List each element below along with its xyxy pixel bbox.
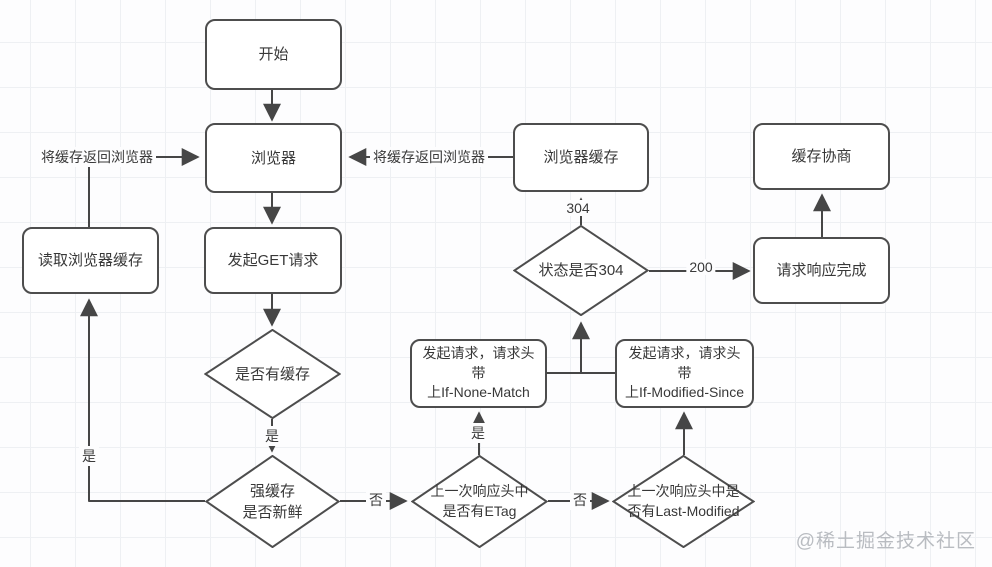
decision-has-last-modified-label: 上一次响应头中是 否有Last-Modified bbox=[627, 482, 740, 519]
diamond-shape bbox=[411, 455, 548, 548]
node-request-if-modified-since-label: 发起请求，请求头带 上If-Modified-Since bbox=[624, 345, 745, 401]
decision-has-cache-label: 是否有缓存 bbox=[234, 365, 310, 383]
decision-has-last-modified: 上一次响应头中是 否有Last-Modified bbox=[612, 455, 755, 548]
edge-label-return-cache-mid: 将缓存返回浏览器 bbox=[370, 147, 488, 167]
decision-status-is-304: 状态是否304 bbox=[513, 225, 649, 316]
watermark: @稀土掘金技术社区 bbox=[795, 531, 976, 552]
diamond-shape bbox=[513, 225, 649, 316]
edge-strongfresh-to-readcache bbox=[80, 298, 205, 502]
node-request-if-none-match-label: 发起请求，请求头带 上If-None-Match bbox=[422, 345, 535, 401]
node-start: 开始 bbox=[205, 19, 342, 90]
edge-label-status-304: 304 bbox=[563, 200, 593, 216]
node-browser-cache: 浏览器缓存 bbox=[513, 123, 649, 192]
node-browser-label: 浏览器 bbox=[250, 149, 296, 167]
node-request-if-none-match: 发起请求，请求头带 上If-None-Match bbox=[410, 339, 547, 408]
decision-strong-cache-fresh-label: 强缓存 是否新鲜 bbox=[242, 482, 303, 521]
node-get-request: 发起GET请求 bbox=[204, 227, 342, 294]
node-request-complete-label: 请求响应完成 bbox=[776, 262, 867, 279]
edge-label-yes-strong-fresh: 是 bbox=[79, 446, 99, 466]
node-request-complete: 请求响应完成 bbox=[753, 237, 890, 304]
node-request-if-modified-since: 发起请求，请求头带 上If-Modified-Since bbox=[615, 339, 754, 408]
node-start-label: 开始 bbox=[258, 46, 289, 63]
edge-label-no-strong-fresh: 否 bbox=[366, 490, 386, 510]
node-browser-cache-label: 浏览器缓存 bbox=[543, 149, 619, 166]
edge-label-yes-has-cache: 是 bbox=[262, 426, 282, 446]
diamond-shape bbox=[204, 329, 341, 419]
decision-strong-cache-fresh: 强缓存 是否新鲜 bbox=[205, 455, 340, 548]
edge-readcache-to-browser bbox=[88, 148, 200, 227]
diamond-shape bbox=[205, 455, 340, 548]
edge-label-no-has-etag: 否 bbox=[570, 490, 590, 510]
edge-label-return-cache-left: 将缓存返回浏览器 bbox=[38, 147, 156, 167]
decision-has-etag-label: 上一次响应头中 是否有ETag bbox=[430, 482, 529, 519]
node-cache-negotiation: 缓存协商 bbox=[753, 123, 890, 190]
node-read-browser-cache-label: 读取浏览器缓存 bbox=[37, 252, 143, 269]
diamond-shape bbox=[612, 455, 755, 548]
decision-has-cache: 是否有缓存 bbox=[204, 329, 341, 419]
node-read-browser-cache: 读取浏览器缓存 bbox=[22, 227, 159, 294]
decision-status-is-304-label: 状态是否304 bbox=[538, 262, 624, 279]
node-cache-negotiation-label: 缓存协商 bbox=[791, 148, 852, 165]
edge-label-status-200: 200 bbox=[686, 259, 716, 275]
edge-label-yes-has-etag: 是 bbox=[468, 423, 488, 443]
decision-has-etag: 上一次响应头中 是否有ETag bbox=[411, 455, 548, 548]
node-get-request-label: 发起GET请求 bbox=[227, 252, 319, 269]
node-browser: 浏览器 bbox=[205, 123, 342, 193]
